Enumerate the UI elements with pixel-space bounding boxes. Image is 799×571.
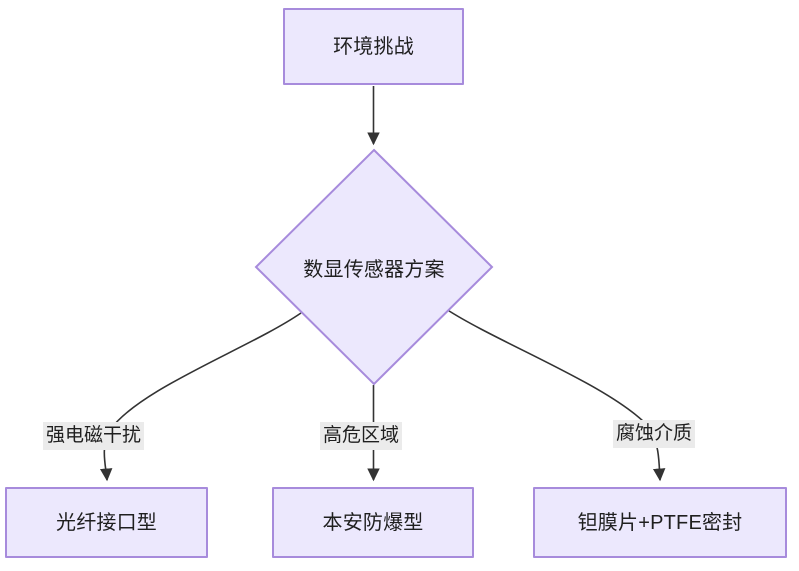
node-middle-outcome-label: 本安防爆型 [322,511,424,534]
node-start-label: 环境挑战 [333,35,414,58]
edge-label-corrosive-media: 腐蚀介质 [613,420,696,448]
node-decision[interactable]: 数显传感器方案 [254,148,494,386]
node-right-outcome[interactable]: 钽膜片+PTFE密封 [533,487,787,558]
edge-label-strong-emi: 强电磁干扰 [43,422,145,450]
node-right-outcome-label: 钽膜片+PTFE密封 [577,511,743,534]
diamond-shape-icon [254,148,494,386]
edge-label-hazardous-area: 高危区域 [320,422,403,450]
node-left-outcome-label: 光纤接口型 [56,511,157,534]
node-decision-label: 数显传感器方案 [303,258,445,281]
node-middle-outcome[interactable]: 本安防爆型 [272,487,474,558]
node-start[interactable]: 环境挑战 [283,8,464,85]
node-left-outcome[interactable]: 光纤接口型 [5,487,208,558]
edge-decision-to-right [445,308,666,482]
edge-decision-to-left [99,312,302,482]
